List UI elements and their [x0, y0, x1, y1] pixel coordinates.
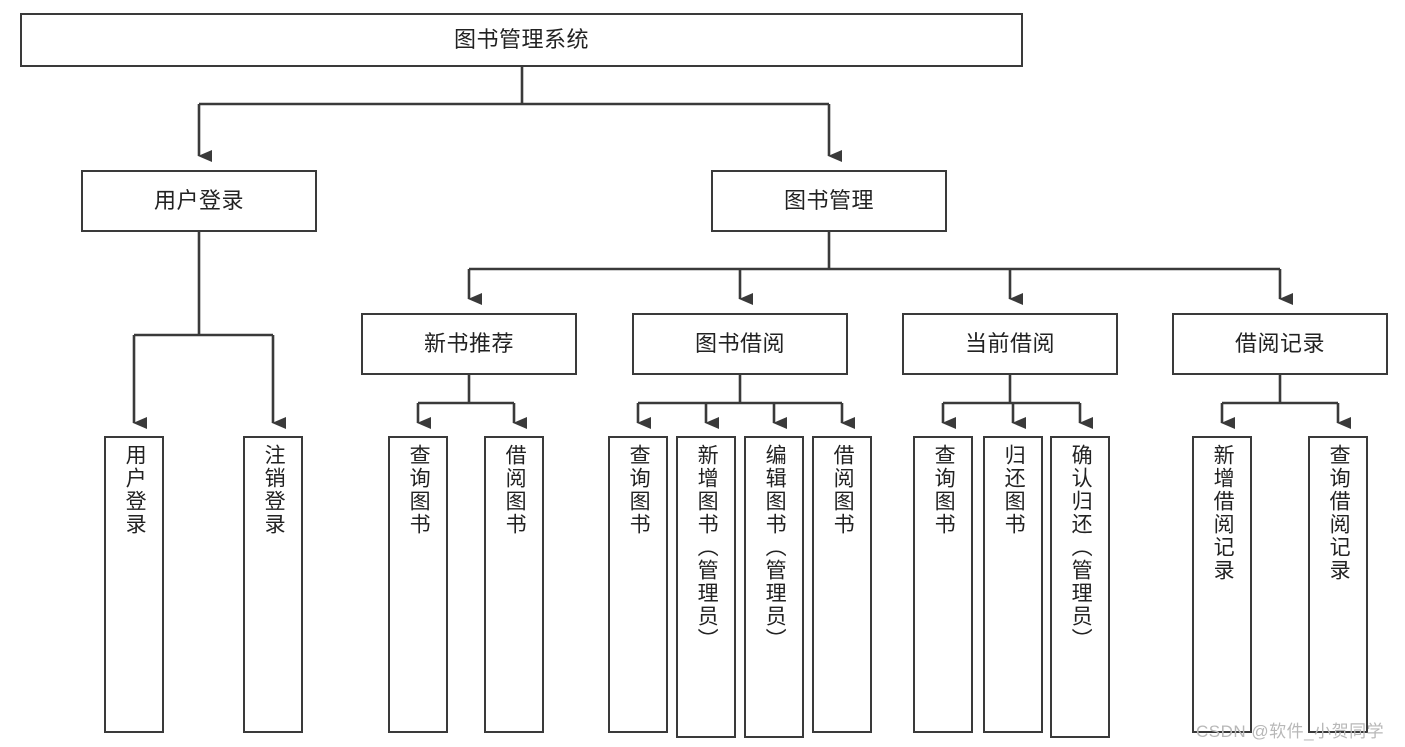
node-label: 新增图书（管理员）: [695, 444, 719, 651]
leaf-book-borrow-query-book[interactable]: 查询图书: [608, 436, 668, 733]
node-label: 归还图书: [1002, 444, 1026, 536]
node-root-book-management-system[interactable]: 图书管理系统: [20, 13, 1023, 67]
node-label: 新增借阅记录: [1211, 444, 1235, 582]
csdn-watermark: CSDN @软件_小贺同学: [1196, 722, 1385, 741]
node-current-borrow[interactable]: 当前借阅: [902, 313, 1118, 375]
node-label: 当前借阅: [964, 330, 1055, 356]
node-label: 查询图书: [407, 444, 431, 536]
leaf-borrow-record-query-record[interactable]: 查询借阅记录: [1308, 436, 1368, 733]
leaf-current-borrow-return-book[interactable]: 归还图书: [983, 436, 1043, 733]
node-label: 编辑图书（管理员）: [763, 444, 787, 651]
node-label: 用户登录: [123, 444, 147, 536]
node-label: 查询借阅记录: [1327, 444, 1351, 582]
node-borrow-record[interactable]: 借阅记录: [1172, 313, 1388, 375]
node-label: 图书借阅: [694, 330, 785, 356]
node-label: 查询图书: [627, 444, 651, 536]
node-book-borrow[interactable]: 图书借阅: [632, 313, 848, 375]
node-new-book-recommend[interactable]: 新书推荐: [361, 313, 577, 375]
leaf-new-book-query-book[interactable]: 查询图书: [388, 436, 448, 733]
leaf-book-borrow-add-book-admin[interactable]: 新增图书（管理员）: [676, 436, 736, 738]
leaf-user-login-login[interactable]: 用户登录: [104, 436, 164, 733]
leaf-book-borrow-borrow-book[interactable]: 借阅图书: [812, 436, 872, 733]
node-label: 用户登录: [153, 187, 244, 213]
leaf-user-login-logout[interactable]: 注销登录: [243, 436, 303, 733]
node-label: 借阅记录: [1234, 330, 1325, 356]
node-label: 图书管理系统: [453, 26, 589, 52]
leaf-current-borrow-query-book[interactable]: 查询图书: [913, 436, 973, 733]
leaf-new-book-borrow-book[interactable]: 借阅图书: [484, 436, 544, 733]
node-label: 借阅图书: [503, 444, 527, 536]
node-label: 注销登录: [262, 444, 286, 536]
node-label: 借阅图书: [831, 444, 855, 536]
leaf-borrow-record-add-record[interactable]: 新增借阅记录: [1192, 436, 1252, 733]
leaf-book-borrow-edit-book-admin[interactable]: 编辑图书（管理员）: [744, 436, 804, 738]
node-user-login[interactable]: 用户登录: [81, 170, 317, 232]
node-label: 确认归还（管理员）: [1069, 444, 1093, 651]
node-label: 图书管理: [783, 187, 874, 213]
node-label: 新书推荐: [423, 330, 514, 356]
node-label: 查询图书: [932, 444, 956, 536]
node-book-management[interactable]: 图书管理: [711, 170, 947, 232]
leaf-current-borrow-confirm-return-admin[interactable]: 确认归还（管理员）: [1050, 436, 1110, 738]
